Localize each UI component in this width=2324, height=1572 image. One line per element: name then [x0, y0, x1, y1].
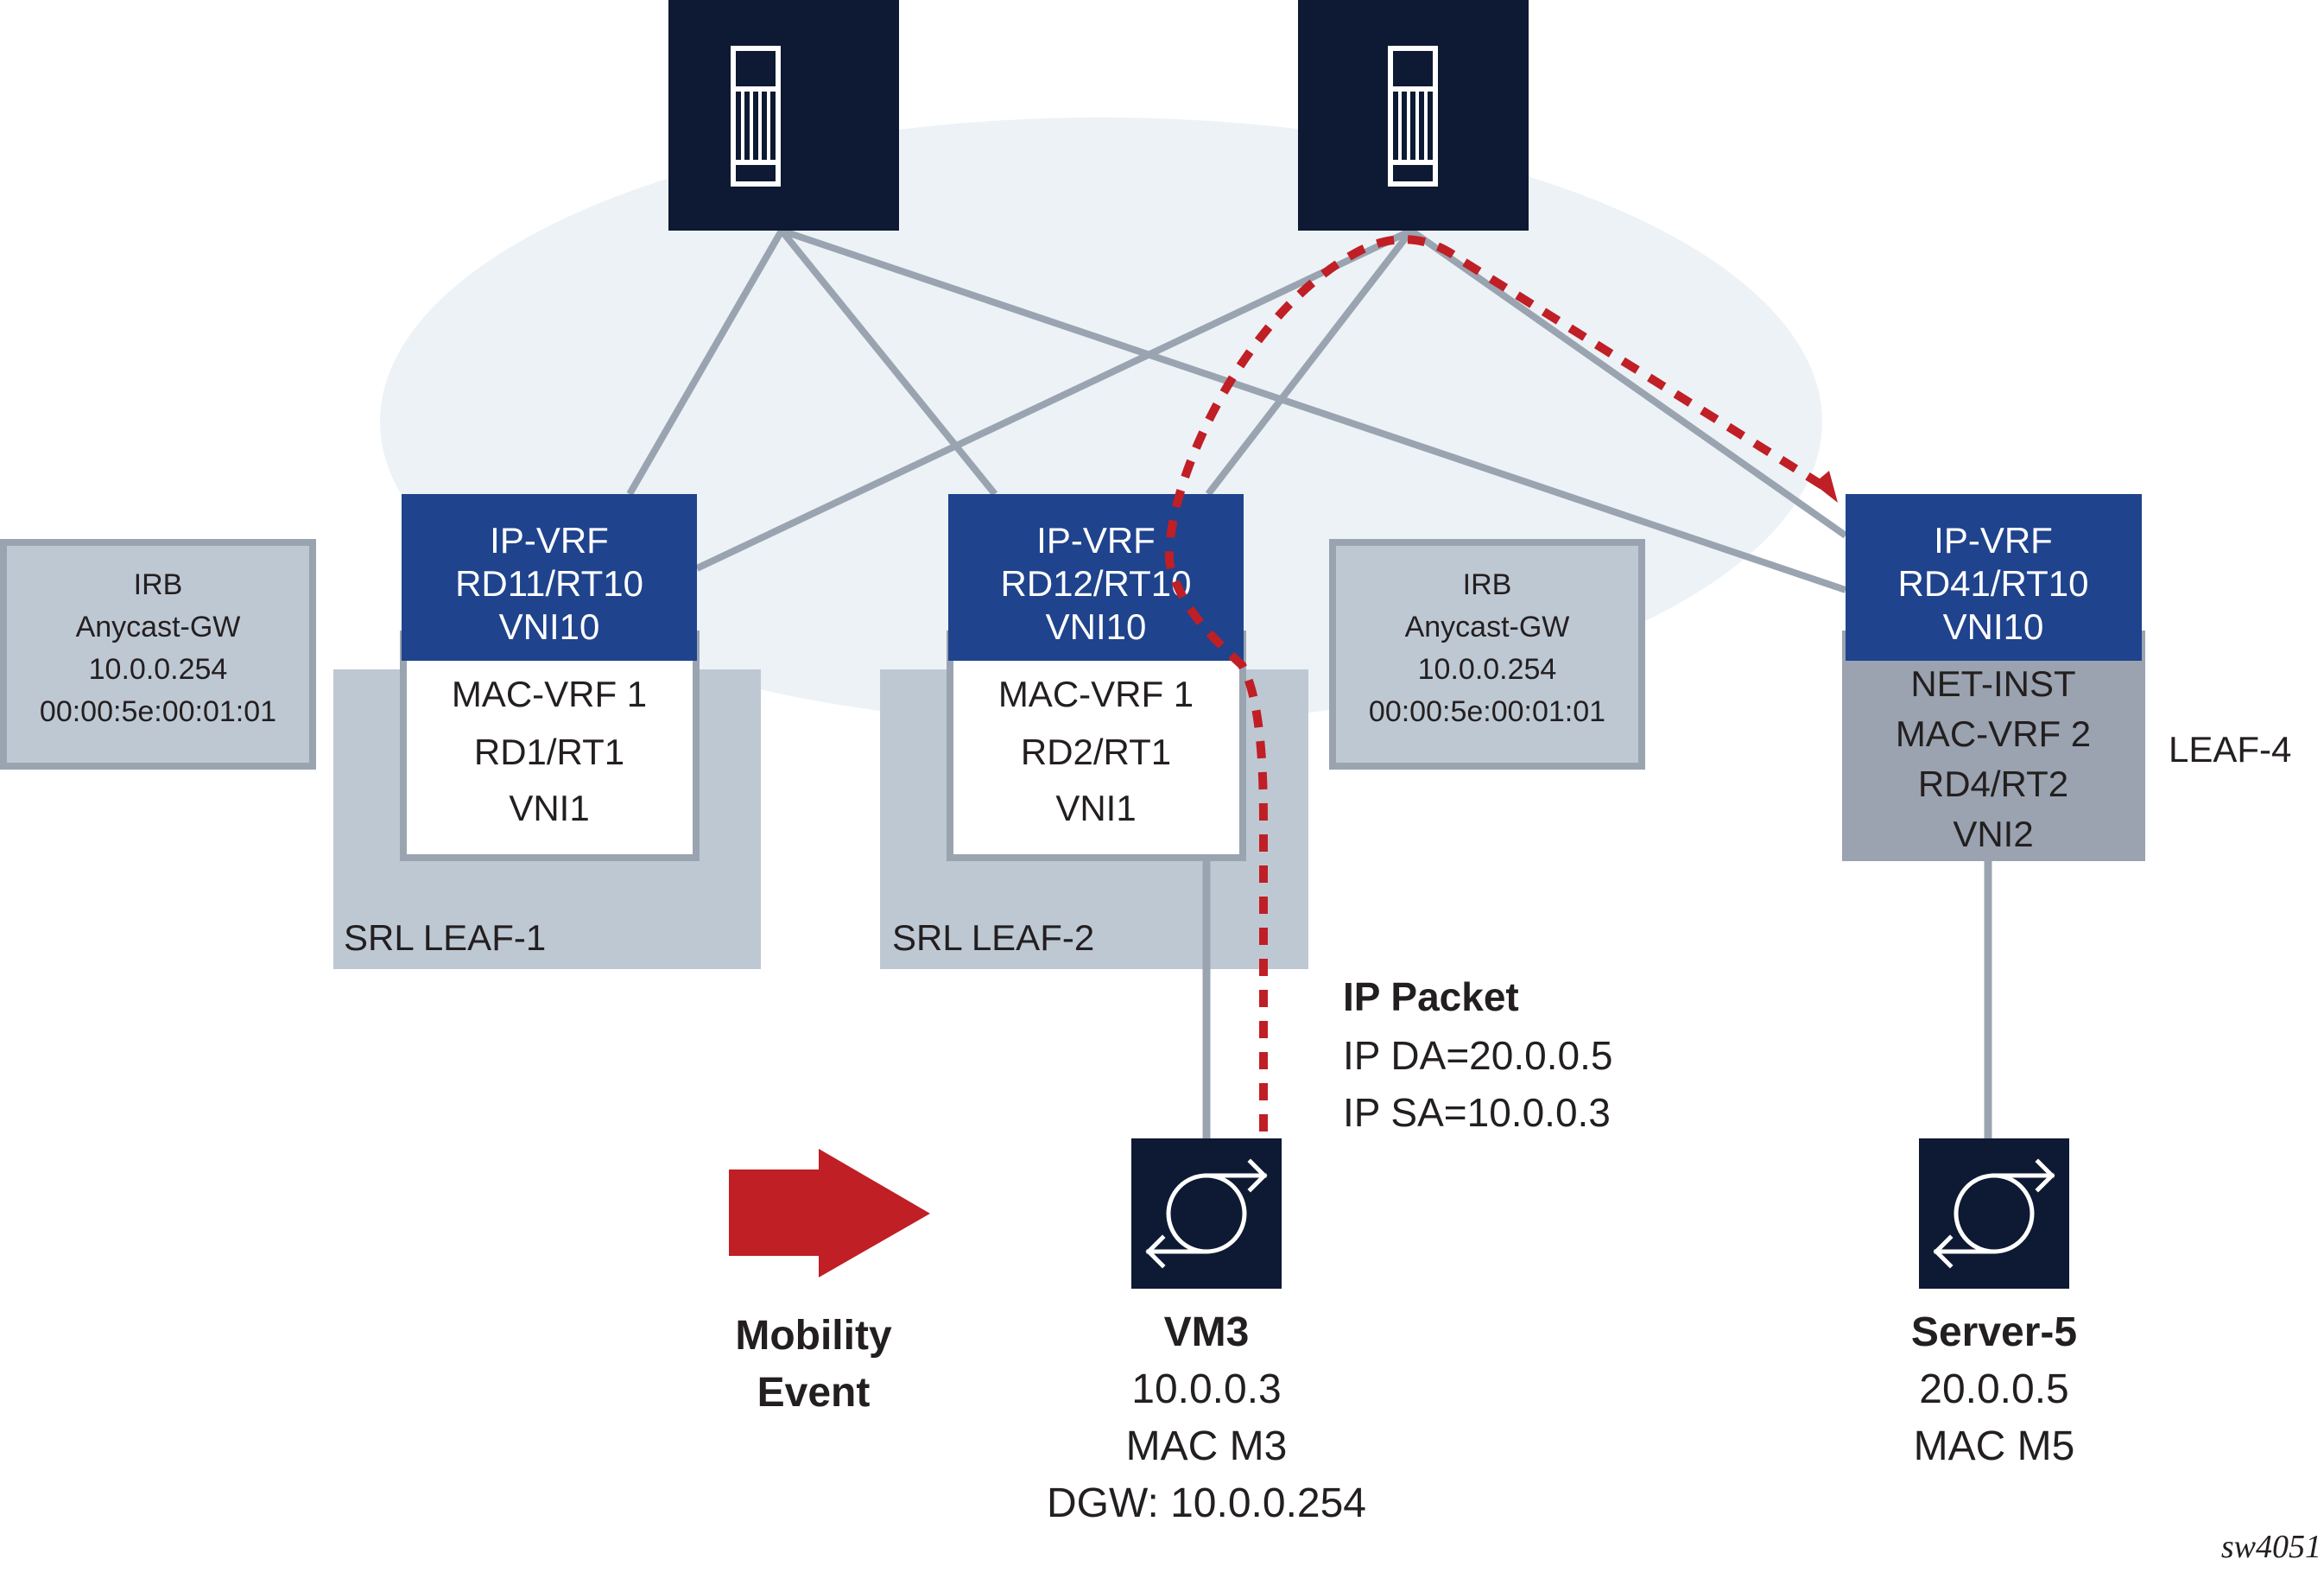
- irb-line: Anycast-GW: [1405, 611, 1570, 643]
- link-spine2-leaf1: [695, 227, 1413, 572]
- ip-vrf-line: IP-VRF: [1934, 520, 2053, 561]
- fabric-links: [626, 227, 1848, 593]
- mobility-event-line: Event: [757, 1370, 871, 1416]
- irb-line: 00:00:5e:00:01:01: [1369, 695, 1605, 728]
- mac-vrf-line: MAC-VRF 1: [452, 674, 647, 714]
- irb-line: 00:00:5e:00:01:01: [40, 695, 276, 728]
- packet-path: [1164, 235, 1829, 1131]
- right-arrow-icon: [729, 1149, 930, 1277]
- host-name: VM3: [1164, 1309, 1250, 1355]
- host-line: MAC M5: [1914, 1423, 2075, 1469]
- ip-vrf-box: [402, 494, 697, 661]
- ip-vrf-line: VNI10: [1046, 606, 1147, 647]
- link-spine1-leaf2: [778, 228, 998, 497]
- leaf-label: LEAF-4: [2169, 729, 2291, 770]
- spine-1: [668, 0, 899, 231]
- host-vm3: VM3 10.0.0.3 MAC M3 DGW: 10.0.0.254: [1047, 1138, 1366, 1526]
- irb-line: IRB: [134, 568, 183, 601]
- ip-vrf-box: [1846, 494, 2142, 661]
- host-line: DGW: 10.0.0.254: [1047, 1480, 1366, 1526]
- virtual-machine-icon: [1145, 1158, 1268, 1269]
- mac-vrf-line: MAC-VRF 1: [998, 674, 1194, 714]
- ip-packet-line: IP DA=20.0.0.5: [1343, 1033, 1612, 1078]
- ip-vrf-line: RD11/RT10: [455, 563, 643, 604]
- net-inst-line: MAC-VRF 2: [1896, 713, 2091, 754]
- ip-vrf-line: RD41/RT10: [1898, 563, 2089, 604]
- leaf-4: IP-VRF RD41/RT10 VNI10 NET-INST MAC-VRF …: [1842, 494, 2291, 861]
- figure-id: sw4051: [2221, 1529, 2321, 1565]
- irb-line: IRB: [1463, 568, 1512, 601]
- mobility-event: Mobility Event: [729, 1149, 930, 1416]
- irb-box-2: IRB Anycast-GW 10.0.0.254 00:00:5e:00:01…: [1329, 539, 1645, 770]
- host-line: MAC M3: [1126, 1423, 1288, 1469]
- ip-vrf-line: IP-VRF: [1036, 520, 1156, 561]
- irb-line: 10.0.0.254: [1418, 653, 1557, 686]
- link-spine1-leaf1: [626, 229, 785, 496]
- mobility-event-line: Mobility: [735, 1313, 892, 1359]
- link-spine1-leaf4: [780, 227, 1847, 593]
- server-icon: [1933, 1158, 2055, 1269]
- net-inst-line: VNI2: [1953, 814, 2033, 854]
- host-line: 10.0.0.3: [1131, 1366, 1281, 1412]
- ip-vrf-line: IP-VRF: [490, 520, 609, 561]
- irb-line: Anycast-GW: [76, 611, 241, 643]
- leaf-label: SRL LEAF-1: [344, 917, 546, 958]
- irb-line: 10.0.0.254: [89, 653, 228, 686]
- mac-vrf-line: VNI1: [1055, 788, 1136, 828]
- irb-box-1: IRB Anycast-GW 10.0.0.254 00:00:5e:00:01…: [0, 539, 316, 770]
- chassis-router-icon: [731, 46, 781, 187]
- net-inst-line: RD4/RT2: [1918, 764, 2068, 804]
- spine-2: [1298, 0, 1529, 231]
- mac-vrf-line: RD2/RT1: [1021, 732, 1171, 772]
- mac-vrf-line: RD1/RT1: [474, 732, 624, 772]
- link-spine2-leaf2: [1205, 228, 1415, 497]
- packet-path-arrowhead: [1814, 471, 1838, 503]
- link-spine2-leaf4: [1409, 227, 1848, 539]
- leaf-label: SRL LEAF-2: [892, 917, 1094, 958]
- net-inst-box: [1842, 631, 2145, 861]
- ip-vrf-line: VNI10: [1943, 606, 2044, 647]
- ip-vrf-box: [948, 494, 1244, 661]
- ip-packet-label: IP Packet IP DA=20.0.0.5 IP SA=10.0.0.3: [1343, 974, 1612, 1135]
- leaf-1: IP-VRF RD11/RT10 VNI10 MAC-VRF 1 RD1/RT1…: [333, 494, 761, 969]
- host-line: 20.0.0.5: [1919, 1366, 2068, 1412]
- host-server5: Server-5 20.0.0.5 MAC M5: [1911, 1138, 2077, 1469]
- ip-packet-title: IP Packet: [1343, 974, 1519, 1019]
- net-inst-line: NET-INST: [1910, 663, 2075, 704]
- leaf-2: IP-VRF RD12/RT10 VNI10 MAC-VRF 1 RD2/RT1…: [880, 494, 1308, 969]
- ip-packet-line: IP SA=10.0.0.3: [1343, 1090, 1611, 1135]
- ip-vrf-line: RD12/RT10: [1001, 563, 1192, 604]
- mac-vrf-box: [947, 631, 1246, 861]
- mac-vrf-line: VNI1: [509, 788, 589, 828]
- host-name: Server-5: [1911, 1309, 2077, 1355]
- chassis-router-icon: [1388, 46, 1438, 187]
- ip-vrf-line: VNI10: [499, 606, 600, 647]
